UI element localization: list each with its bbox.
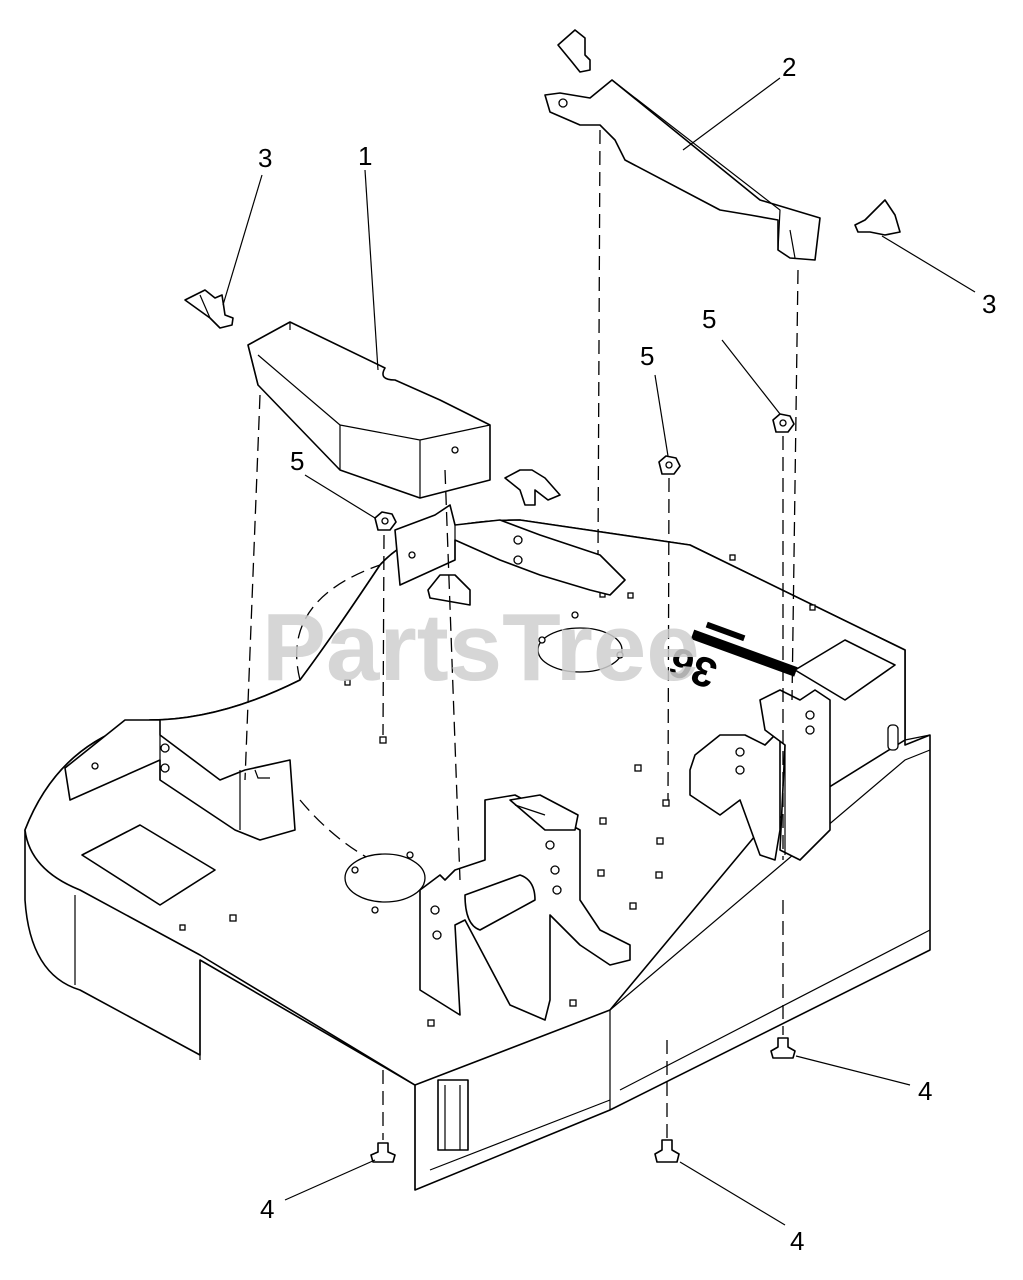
callout-5: 5: [702, 304, 716, 334]
bolt-icon: [654, 1139, 680, 1163]
knob-icon: [184, 289, 234, 329]
callout-1: 1: [358, 141, 372, 171]
knob-icon: [504, 469, 561, 506]
bolt-icon: [370, 1142, 396, 1163]
mower-deck: 36: [24, 504, 931, 1191]
callout-4: 4: [918, 1076, 932, 1106]
callout-4: 4: [260, 1194, 274, 1224]
watermark: PartsTree: [262, 594, 700, 701]
callout-4: 4: [790, 1226, 804, 1256]
belt-cover-left: [247, 321, 491, 499]
knob-icon: [854, 199, 901, 236]
belt-cover-right: [544, 79, 821, 261]
bolt-icon: [770, 1037, 796, 1059]
assembly-lines: [244, 129, 799, 1140]
callout-3: 3: [258, 143, 272, 173]
callout-3: 3: [982, 289, 996, 319]
callout-5: 5: [290, 446, 304, 476]
knob-icon: [557, 29, 591, 73]
callout-numbers: 1 2 3 3 4 4 4 5 5 5: [258, 52, 996, 1256]
deck-holes: [179, 554, 816, 1027]
nut-icon: [374, 511, 397, 531]
callout-5: 5: [640, 341, 654, 371]
leader-lines: [222, 77, 976, 1226]
nut-icon: [658, 455, 681, 475]
callout-2: 2: [782, 52, 796, 82]
nut-icon: [772, 413, 795, 433]
